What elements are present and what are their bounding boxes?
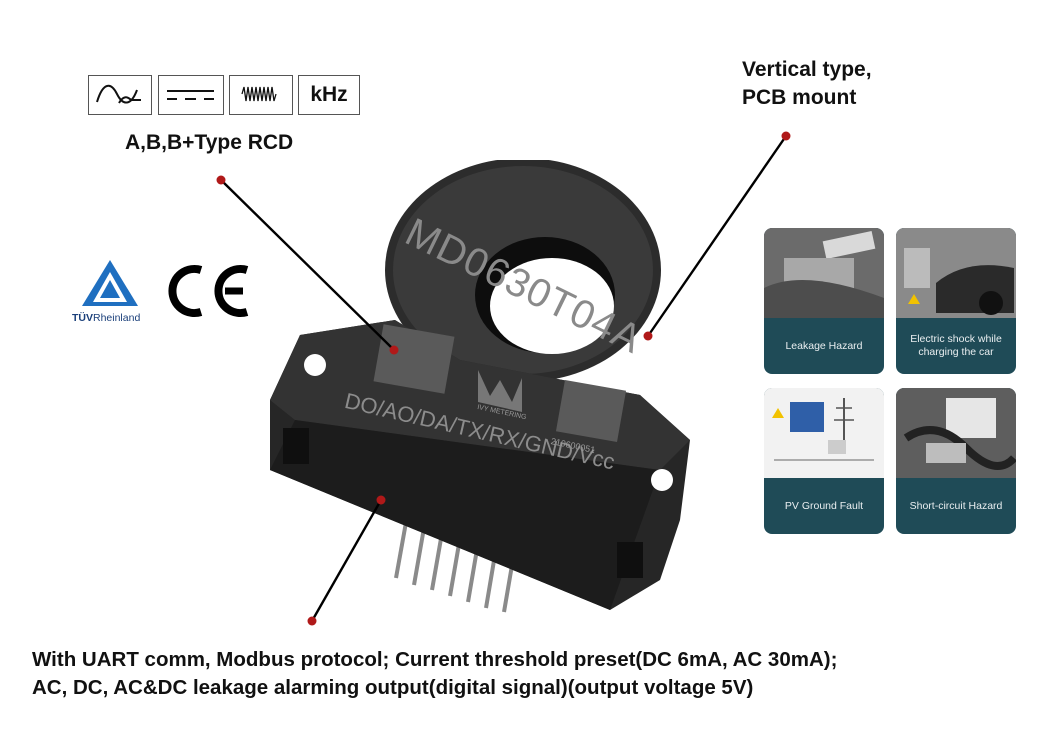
product-description: With UART comm, Modbus protocol; Current… <box>32 646 837 702</box>
card-caption: Short-circuit Hazard <box>909 499 1003 512</box>
rcd-type-label: A,B,B+Type RCD <box>125 131 294 154</box>
pointer-dot-rcd-end <box>389 345 399 355</box>
short-circuit-photo <box>896 388 1016 478</box>
card-caption: Leakage Hazard <box>785 339 863 352</box>
ce-mark-icon <box>168 265 249 317</box>
tuv-text-bold: TÜV <box>72 312 93 324</box>
card-short-circuit-hazard: Short-circuit Hazard <box>896 388 1016 534</box>
tuv-rheinland-text: TÜVRheinland <box>72 312 140 324</box>
ac-waveform-icon <box>88 75 152 115</box>
pointer-dot-mount <box>781 131 791 141</box>
leakage-hazard-photo <box>764 228 884 318</box>
ev-charging-photo <box>896 228 1016 318</box>
pv-ground-fault-diagram <box>764 388 884 478</box>
mount-label-line-2: PCB mount <box>742 86 857 109</box>
pointer-dot-pins-end <box>307 616 317 626</box>
tuv-text-rest: Rheinland <box>93 312 141 324</box>
khz-label: kHz <box>310 83 348 106</box>
card-caption: PV Ground Fault <box>784 499 864 512</box>
card-caption: Electric shock while charging the car <box>910 333 1002 358</box>
mount-label: Vertical type, PCB mount <box>742 56 872 112</box>
pointer-dot-mount-end <box>643 331 653 341</box>
mount-label-line-1: Vertical type, <box>742 58 872 81</box>
dc-line-icon <box>158 75 224 115</box>
card-pv-ground-fault: PV Ground Fault <box>764 388 884 534</box>
card-ev-shock: Electric shock while charging the car <box>896 228 1016 374</box>
card-leakage-hazard: Leakage Hazard <box>764 228 884 374</box>
tuv-logo-icon <box>82 260 138 306</box>
pointer-dot-rcd <box>216 175 226 185</box>
pointer-dot-pins <box>376 495 386 505</box>
description-line-2: AC, DC, AC&DC leakage alarming output(di… <box>32 676 754 699</box>
high-frequency-icon <box>229 75 293 115</box>
description-line-1: With UART comm, Modbus protocol; Current… <box>32 648 838 671</box>
khz-icon: kHz <box>298 75 360 115</box>
current-sensor-product <box>270 160 690 613</box>
